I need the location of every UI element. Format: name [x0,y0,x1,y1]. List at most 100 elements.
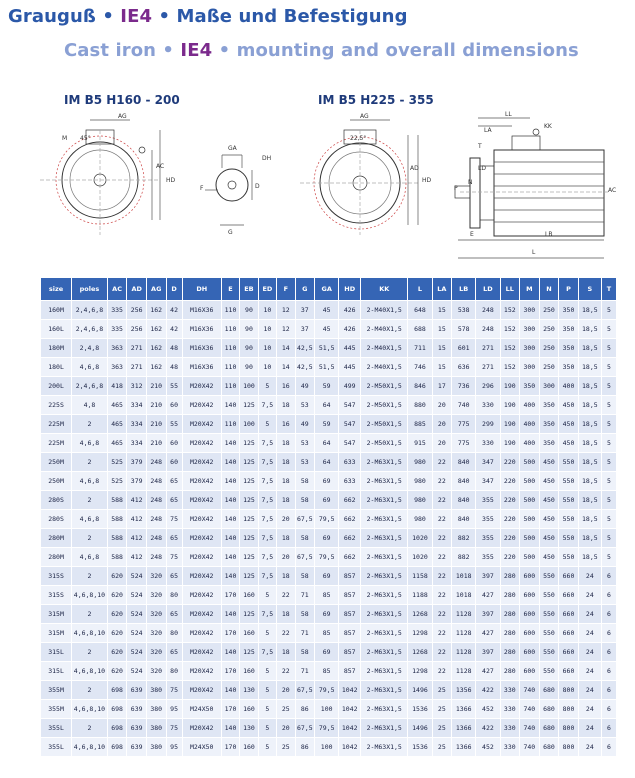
table-cell: 450 [558,414,579,434]
table-cell: 980 [407,509,433,529]
table-cell: 25 [431,718,453,738]
table-cell: 840 [451,471,477,491]
table-cell: 524 [126,604,147,624]
table-cell: 2-M50X1,5 [360,414,409,434]
drawing-title-right: IM B5 H225 - 355 [318,93,434,107]
table-cell: 280M [39,547,73,567]
table-cell: M20X42 [181,490,222,510]
table-cell: 125 [239,642,259,662]
table-cell: 465 [106,414,128,434]
table-cell: 65 [165,604,183,624]
table-cell: 550 [558,547,579,567]
table-cell: 639 [126,699,147,719]
table-cell: 4,6,8 [71,509,108,529]
table-cell: 740 [519,718,540,738]
table-cell: 65 [165,566,183,586]
table-cell: 280 [499,661,521,681]
table-cell: 6 [600,585,618,605]
table-cell: 400 [519,414,540,434]
table-cell: 18,5 [577,490,602,510]
table-cell: 140 [220,528,241,548]
table-cell: 698 [106,699,128,719]
table-cell: 639 [126,737,147,757]
table-cell: 427 [475,623,501,643]
table-cell: 69 [314,471,340,491]
table-cell: 248 [475,300,501,320]
table-cell: 18 [276,528,296,548]
table-cell: 125 [239,433,259,453]
table-cell: 1366 [451,718,477,738]
drawing-label: D [255,183,260,190]
table-cell: 20 [431,395,453,415]
table-cell: 160M [39,300,73,320]
table-cell: 125 [239,547,259,567]
table-cell: 5 [257,623,278,643]
table-cell: 397 [475,566,501,586]
table-cell: 5 [600,528,618,548]
table-cell: 271 [475,338,501,358]
table-cell: 1536 [407,699,433,719]
table-cell: 5 [257,661,278,681]
table-cell: 600 [519,623,540,643]
table-cell: 840 [451,490,477,510]
table-cell: 24 [577,642,602,662]
table-cell: 10 [257,319,278,339]
table-cell: 18,5 [577,547,602,567]
table-cell: 18 [276,471,296,491]
table-cell: 110 [220,319,241,339]
table-cell: 24 [577,718,602,738]
title-english: Cast iron • IE4 • mounting and overall d… [64,40,579,61]
table-cell: 740 [451,395,477,415]
table-cell: 2-M63X1,5 [360,490,409,510]
table-cell: 1042 [338,699,362,719]
table-cell: 53 [294,452,316,472]
table-cell: 450 [538,528,560,548]
table-cell: 140 [220,471,241,491]
table-cell: 633 [338,452,362,472]
table-cell: 67,5 [294,509,316,529]
drawing-flange-front-small [40,119,161,235]
table-cell: M16X36 [181,319,222,339]
table-cell: 152 [499,300,521,320]
table-cell: 2,4,6,8 [71,376,108,396]
table-cell: 620 [106,566,128,586]
table-cell: 350 [538,433,560,453]
table-cell: 300 [519,338,540,358]
column-header: LD [475,277,501,301]
table-cell: 162 [145,338,167,358]
table-cell: 125 [239,471,259,491]
table-cell: 24 [577,680,602,700]
table-cell: 450 [538,547,560,567]
table-cell: 980 [407,452,433,472]
table-cell: 380 [145,680,167,700]
table-cell: 662 [338,490,362,510]
table-cell: 90 [239,300,259,320]
table-cell: 550 [558,528,579,548]
table-cell: 10 [257,357,278,377]
table-cell: 248 [475,319,501,339]
table-cell: 25 [276,737,296,757]
table-cell: 1496 [407,680,433,700]
table-cell: 2-M63X1,5 [360,547,409,567]
table-cell: 355 [475,509,501,529]
table-cell: 22 [431,585,453,605]
table-cell: 20 [431,414,453,434]
table-cell: M20X42 [181,547,222,567]
table-cell: 37 [294,300,316,320]
table-cell: 69 [314,566,340,586]
table-cell: 2-M50X1,5 [360,395,409,415]
drawing-side-view [454,117,610,259]
table-cell: 250M [39,471,73,491]
table-cell: M20X42 [181,414,222,434]
table-cell: 524 [126,566,147,586]
table-cell: 698 [106,680,128,700]
table-cell: 980 [407,490,433,510]
table-cell: 5 [600,471,618,491]
table-cell: 452 [475,699,501,719]
table-cell: 350 [558,338,579,358]
